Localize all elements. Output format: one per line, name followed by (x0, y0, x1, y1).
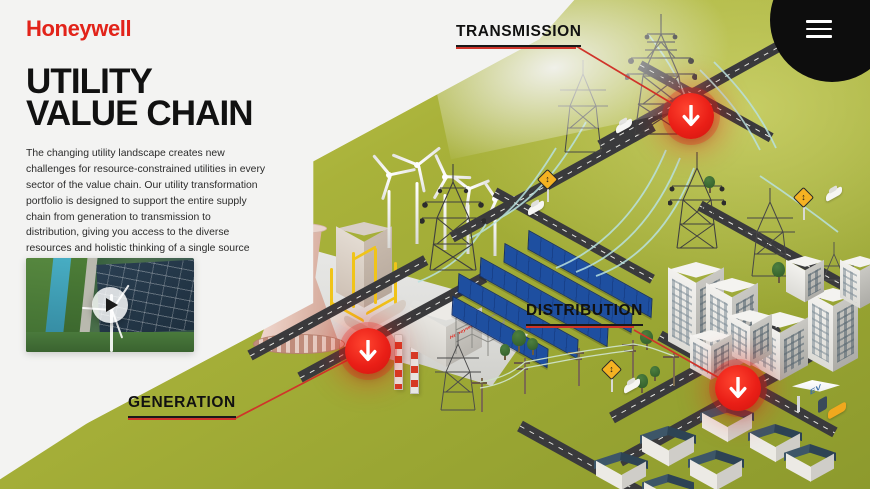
utility-pole (622, 340, 639, 378)
power-plant-boiler-house (322, 222, 418, 341)
utility-pole (568, 348, 585, 386)
callout-transmission[interactable]: TRANSMISSION (456, 24, 582, 49)
callout-distribution[interactable]: DISTRIBUTION (526, 303, 643, 328)
city-lowrise (840, 256, 870, 316)
honeywell-logo[interactable]: Honeywell (26, 16, 132, 41)
utility-pole (514, 358, 531, 394)
generation-marker[interactable] (345, 328, 391, 374)
car (624, 376, 640, 395)
play-button[interactable] (92, 287, 128, 323)
transmission-tower-6 (435, 332, 481, 411)
transmission-tower-2 (420, 164, 486, 271)
city-tower (706, 278, 758, 382)
road-sign-glyph: ↕ (545, 174, 550, 184)
page-title: UTILITY VALUE CHAIN (26, 62, 296, 134)
video-bg-turbine-mast (110, 294, 113, 352)
ev-canopy (792, 380, 840, 392)
play-icon (105, 298, 118, 312)
road-sign-distribution: ↕ (600, 358, 623, 392)
house (700, 404, 754, 444)
ev-car (828, 401, 846, 420)
transmission-tower-3 (668, 152, 726, 249)
transmission-marker[interactable] (668, 93, 714, 139)
car (826, 184, 842, 203)
tree (704, 176, 715, 193)
tree (527, 338, 538, 355)
distribution-marker[interactable] (715, 365, 761, 411)
page-title-line-1: UTILITY (26, 62, 153, 101)
house (642, 474, 694, 489)
page-title-line-2: VALUE CHAIN (26, 94, 254, 134)
tree (512, 330, 526, 352)
smokestack-1 (394, 334, 403, 390)
tree (772, 262, 785, 283)
tree (500, 344, 510, 360)
wind-turbine-2 (391, 146, 442, 244)
callout-distribution-label: DISTRIBUTION (526, 303, 643, 326)
city-lowrise (786, 256, 824, 308)
hamburger-icon (806, 20, 832, 38)
down-arrow-icon (729, 377, 747, 399)
house (640, 426, 696, 468)
hero-panel: Honeywell UTILITY VALUE CHAIN The changi… (26, 16, 296, 352)
wind-turbine-3 (432, 153, 472, 250)
road-sign-hillside: ↕ (792, 186, 815, 220)
ev-charger-unit (818, 395, 827, 414)
city-midrise (728, 310, 772, 374)
road-sign-glyph: ↕ (801, 192, 806, 202)
ev-canopy-post (797, 396, 800, 412)
house (594, 452, 648, 489)
car (528, 198, 544, 217)
callout-generation-label: GENERATION (128, 395, 236, 418)
down-arrow-icon (359, 340, 377, 362)
utility-pole (663, 352, 680, 386)
video-thumbnail[interactable] (26, 258, 194, 352)
utility-pole (471, 378, 488, 412)
callout-transmission-label: TRANSMISSION (456, 24, 582, 47)
callout-generation[interactable]: GENERATION (128, 395, 236, 420)
road-sign-transmission: ↕ (536, 168, 559, 202)
road-sign-glyph: ↕ (609, 364, 614, 374)
house (748, 424, 802, 464)
house (688, 450, 744, 489)
wind-turbine-1 (372, 154, 416, 248)
down-arrow-icon (682, 105, 700, 127)
city-tower (668, 262, 724, 370)
ev-charging-station[interactable]: EV (792, 380, 852, 424)
house (784, 444, 836, 484)
tree (650, 366, 660, 381)
tree (640, 330, 653, 350)
hero-paragraph: The changing utility landscape creates n… (26, 148, 266, 270)
